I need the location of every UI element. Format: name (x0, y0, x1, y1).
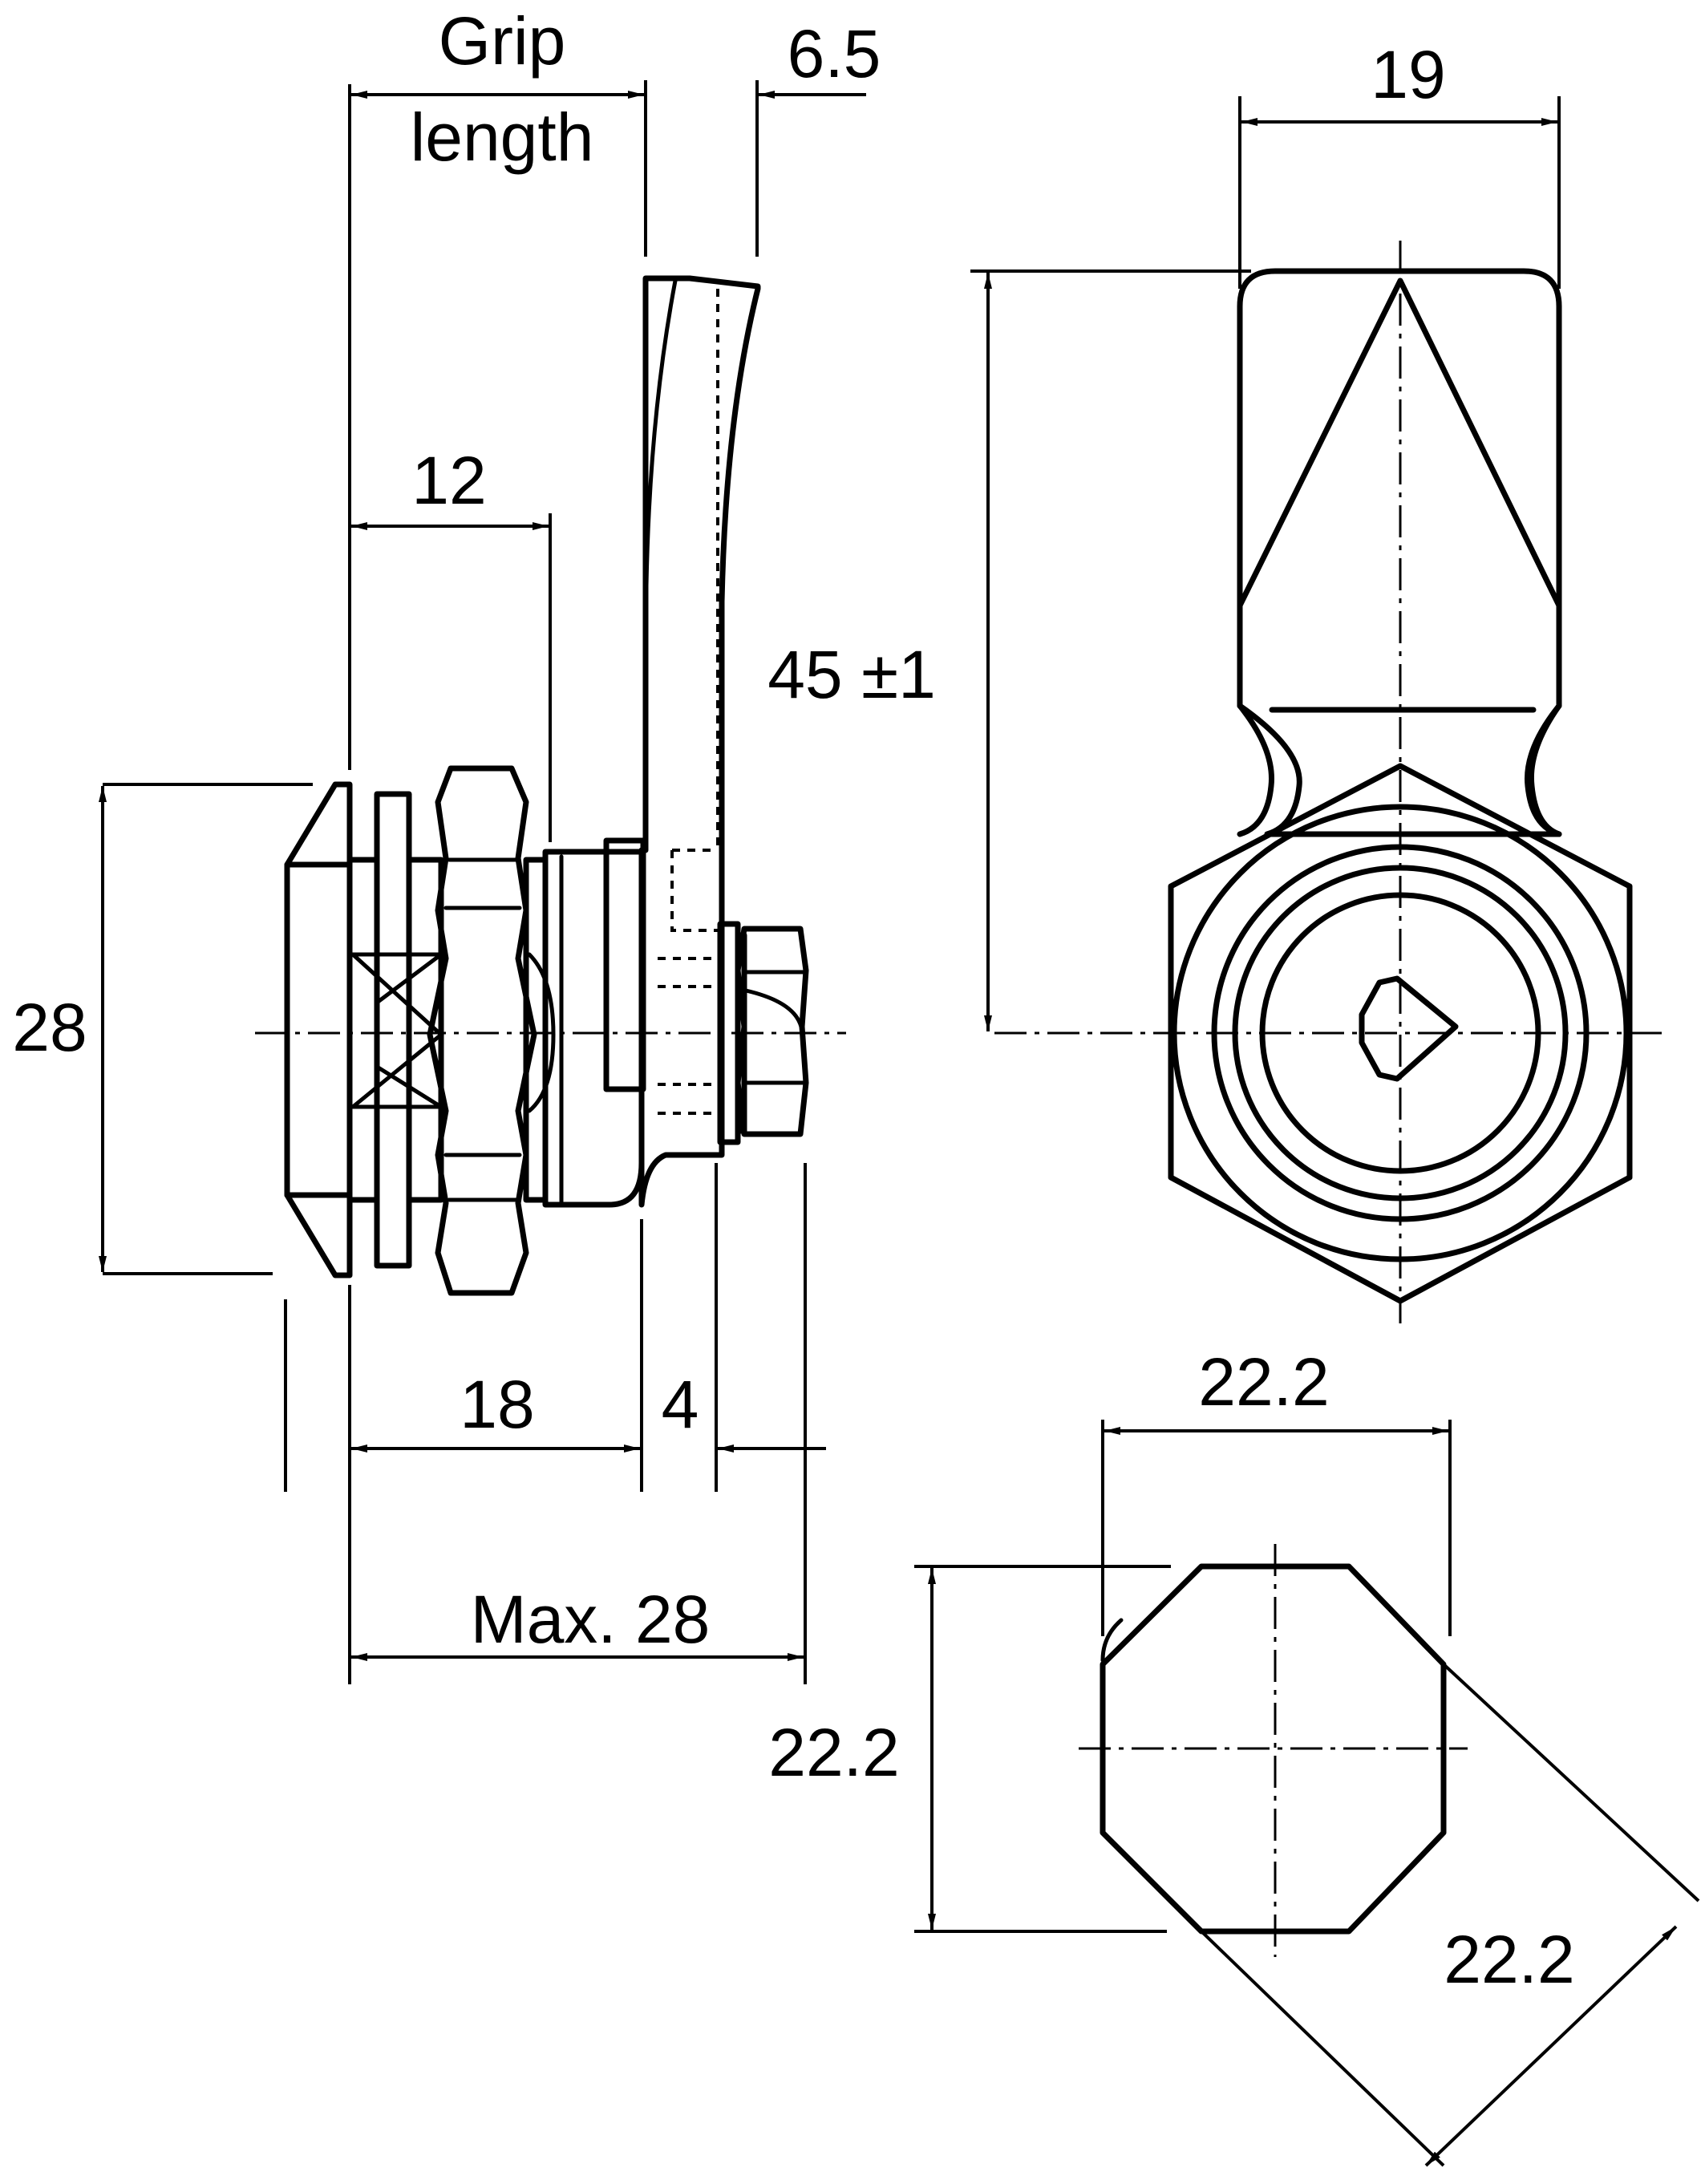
triangular-keyway (1359, 975, 1459, 1082)
dim-max-28: Max. 28 (471, 1582, 711, 1657)
dim-4: 4 (662, 1367, 699, 1442)
front-view-dimensions: 19 45 ±1 (767, 37, 1561, 1031)
cam-view (1079, 1544, 1468, 1957)
cam-outline (1100, 1563, 1447, 1935)
lever-handle (638, 275, 761, 1208)
dim-28: 28 (12, 990, 87, 1065)
dim-grip-line1: Grip (439, 3, 566, 79)
washer (374, 791, 412, 1269)
bezel-front (284, 781, 353, 1278)
side-view-dimensions: Grip length 6.5 12 28 18 4 Max. 28 (12, 3, 881, 1684)
clamp-plate (603, 837, 646, 1092)
side-view (255, 275, 846, 1296)
dim-22-2-diag: 22.2 (1444, 1922, 1575, 1997)
dim-22-2-top: 22.2 (1198, 1344, 1330, 1420)
dim-45: 45 ±1 (767, 637, 936, 712)
dim-18: 18 (460, 1367, 534, 1442)
front-view (994, 241, 1665, 1323)
ring-outer (1171, 804, 1630, 1262)
dim-12: 12 (411, 443, 486, 518)
dim-6-5: 6.5 (788, 16, 881, 91)
hex-nut (427, 765, 537, 1296)
dim-grip-line2: length (411, 99, 594, 175)
cam-view-dimensions: 22.2 22.2 22.2 (768, 1344, 1700, 2167)
dim-19: 19 (1371, 37, 1445, 112)
dim-22-2-left: 22.2 (768, 1715, 900, 1790)
back-nut (735, 926, 809, 1137)
